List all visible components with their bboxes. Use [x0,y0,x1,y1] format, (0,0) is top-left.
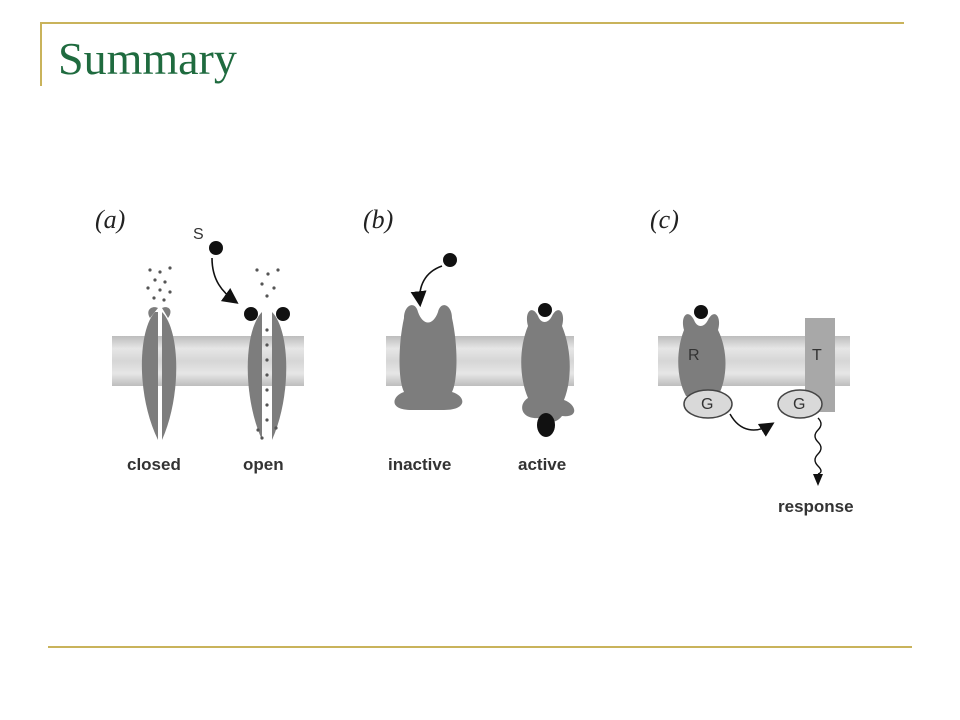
receptor-r: R [678,305,726,396]
response-label: response [778,497,854,516]
panel-b-label: (b) [363,205,393,234]
bottom-rule [48,646,912,648]
free-ligand-dot [443,253,457,267]
binding-arrow [211,257,239,304]
g-protein-free: G [777,389,823,419]
target-label: T [812,347,822,364]
g-protein-label: G [793,396,805,413]
panel-c-label: (c) [650,205,679,234]
state-inactive-label: inactive [388,455,451,474]
panel-a-label: (a) [95,205,125,234]
bound-ligand-dot [694,305,708,319]
panel-b: (b) inactive active [363,205,575,474]
ligand-s-dot [209,241,223,255]
g-protein-label: G [701,396,713,413]
activation-arrow [729,413,775,437]
state-closed-label: closed [127,455,181,474]
bound-ligand-dot [538,303,552,317]
ligand-dot [276,307,290,321]
inactive-receptor [394,305,463,410]
left-rule [40,22,42,86]
effector-blob [537,413,555,437]
state-active-label: active [518,455,566,474]
active-receptor [521,303,575,437]
ligand-s-label: S [193,226,204,243]
panel-a: (a) [95,205,304,474]
slide-title: Summary [58,33,237,84]
open-channel [244,268,290,440]
binding-arrow [410,265,443,308]
closed-channel [141,266,177,440]
signal-arrowhead [813,474,823,486]
signal-wave [814,417,822,475]
g-protein-bound: G [683,389,733,419]
panel-c: (c) R T G G response [650,205,854,516]
state-open-label: open [243,455,284,474]
top-rule [40,22,904,24]
ligand-dot [244,307,258,321]
receptor-label: R [688,347,700,364]
